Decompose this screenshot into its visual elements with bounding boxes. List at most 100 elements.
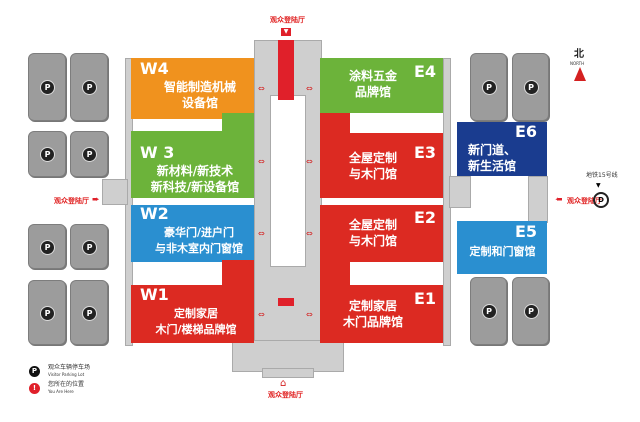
west-entrance-building: [102, 179, 128, 205]
hall-name-line: 新科技/新设备馆: [150, 180, 240, 194]
parking-legend-icon: P: [29, 366, 40, 377]
hall-e1[interactable]: [320, 285, 443, 343]
hall-name: 豪华门/进户门与非木室内门窗馆: [145, 225, 253, 257]
hall-w2[interactable]: [131, 205, 254, 262]
parking-icon: P: [40, 239, 55, 255]
hall-name-line: 与非木室内门窗馆: [155, 242, 243, 255]
legend-here-cn: 您所在的位置: [48, 381, 85, 388]
parking-lot[interactable]: P: [70, 131, 108, 177]
parking-lot[interactable]: P: [512, 53, 549, 121]
hall-e5[interactable]: [457, 221, 547, 274]
subway-icon: D: [593, 192, 609, 208]
parking-icon: P: [82, 305, 97, 321]
compass-north-label: 北: [574, 49, 584, 60]
hall-name-line: 木门/楼梯品牌馆: [155, 323, 237, 336]
hall-name: 全屋定制与木门馆: [343, 217, 403, 249]
hall-code: E2: [414, 208, 437, 227]
hall-w1-extension: [222, 260, 254, 285]
parking-lot[interactable]: P: [470, 277, 507, 345]
passage-arrow-icon: ⇔: [306, 157, 313, 166]
legend-here-en: You Are Here: [48, 389, 74, 394]
parking-lot[interactable]: P: [70, 224, 108, 269]
hall-name-line: 定制家居: [174, 307, 218, 320]
hall-code: W 3: [140, 143, 175, 162]
hall-name-line: 新生活馆: [468, 159, 517, 173]
parking-lot[interactable]: P: [70, 280, 108, 345]
atrium: [270, 95, 306, 267]
hall-name-line: 品牌馆: [354, 85, 391, 99]
you-are-here-icon: !: [29, 383, 40, 394]
parking-lot[interactable]: P: [28, 280, 66, 345]
passage-arrow-icon: ⇔: [306, 229, 313, 238]
parking-icon: P: [40, 80, 55, 95]
parking-icon: P: [523, 304, 539, 319]
parking-lot[interactable]: P: [512, 277, 549, 345]
parking-icon: P: [40, 305, 55, 321]
south-hall-building: [232, 340, 344, 372]
hall-e3[interactable]: [320, 133, 443, 198]
south-entrance-hall: [278, 298, 294, 306]
hall-w4[interactable]: [131, 58, 254, 113]
parking-icon: P: [82, 80, 97, 95]
hall-name-line: 定制和门窗馆: [469, 245, 536, 258]
hall-name-line: 新材料/新技术: [156, 164, 234, 178]
compass-north-en: NORTH: [570, 61, 585, 66]
south-hall-steps: [262, 368, 314, 378]
hall-name: 智能制造机械设备馆: [150, 79, 250, 111]
hall-name-line: 涂料五金: [348, 69, 397, 83]
passage-arrow-icon: ⇔: [258, 157, 265, 166]
hall-name: 定制家居木门/楼梯品牌馆: [140, 306, 252, 338]
hall-name: 涂料五金品牌馆: [338, 68, 408, 100]
hall-code: W1: [140, 285, 169, 304]
parking-icon: P: [481, 304, 497, 319]
south-entrance-label[interactable]: 观众登陆厅: [268, 391, 303, 399]
passage-arrow-icon: ⇔: [258, 310, 265, 319]
parking-lot[interactable]: P: [28, 131, 66, 177]
parking-lot[interactable]: P: [28, 224, 66, 269]
passage-arrow-icon: ⇔: [258, 229, 265, 238]
east-entrance-label[interactable]: 观众登陆厅: [567, 197, 602, 205]
hall-w3[interactable]: [131, 131, 254, 198]
hall-code: W4: [140, 59, 169, 78]
hall-code: E1: [414, 289, 437, 308]
legend-parking-en: Visitor Parking Lot: [48, 372, 85, 377]
hall-code: E4: [414, 62, 437, 81]
hall-code: E3: [414, 143, 437, 162]
subway-label: 地铁15号线: [586, 172, 618, 179]
hall-w4-strip: [131, 113, 222, 119]
hall-e4[interactable]: [320, 58, 443, 113]
parking-icon: P: [481, 80, 497, 95]
west-entrance-label[interactable]: 观众登陆厅: [54, 197, 89, 205]
north-entrance-hall: [278, 40, 294, 100]
hall-name: 定制和门窗馆: [460, 244, 545, 260]
hall-e1-extension: [320, 260, 350, 285]
parking-lot[interactable]: P: [470, 53, 507, 121]
hall-name-line: 木门品牌馆: [342, 315, 403, 329]
hall-e6[interactable]: [457, 122, 547, 176]
hall-name-line: 豪华门/进户门: [163, 226, 235, 239]
hall-w1[interactable]: [131, 285, 254, 343]
hall-e2[interactable]: [320, 205, 443, 262]
hall-w3-extension: [222, 113, 254, 131]
hall-name-line: 全屋定制: [348, 218, 397, 232]
parking-lot[interactable]: P: [28, 53, 66, 121]
parking-icon: P: [82, 147, 97, 162]
hall-name: 新材料/新技术新科技/新设备馆: [140, 163, 250, 195]
hall-name-line: 全屋定制: [348, 151, 397, 165]
hall-name-line: 定制家居: [348, 299, 397, 313]
entrance-arrow-icon: ➨: [92, 195, 100, 205]
hall-name: 新门道、新生活馆: [468, 142, 516, 174]
hall-code: E6: [515, 122, 538, 141]
parking-icon: P: [523, 80, 539, 95]
hall-name-line: 设备馆: [181, 96, 218, 110]
passage-arrow-icon: ⇔: [306, 310, 313, 319]
passage-arrow-icon: ⇔: [258, 84, 265, 93]
hall-name-line: 与木门馆: [348, 234, 397, 248]
entrance-house-icon: ⌂: [280, 378, 287, 389]
parking-lot[interactable]: P: [70, 53, 108, 121]
north-entrance-label[interactable]: 观众登陆厅: [270, 16, 305, 24]
hall-name-line: 与木门馆: [348, 167, 397, 181]
parking-icon: P: [82, 239, 97, 255]
east-connector: [449, 176, 471, 208]
